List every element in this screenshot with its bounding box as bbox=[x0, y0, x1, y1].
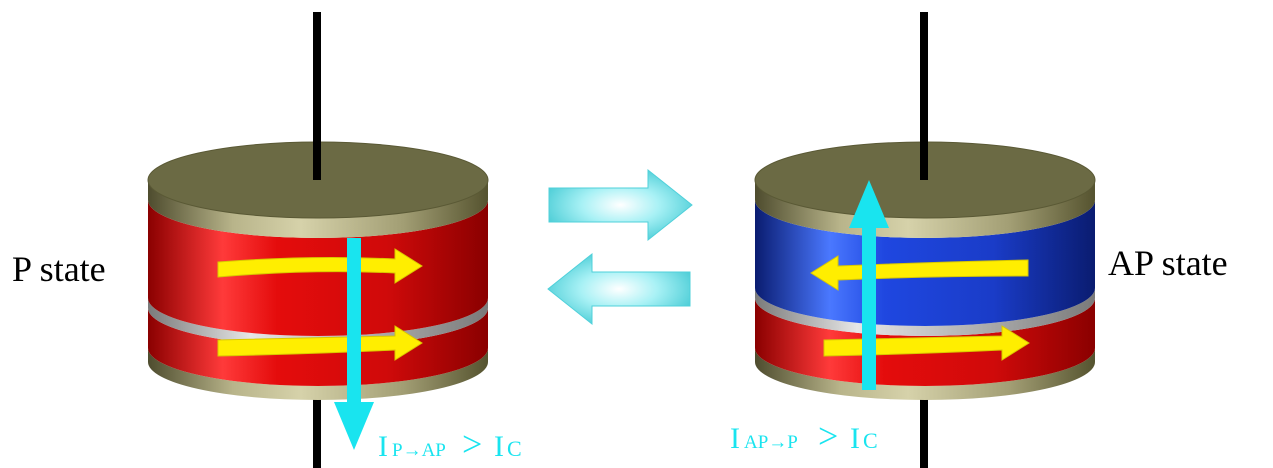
left-top-rim bbox=[148, 180, 488, 238]
switch-arrow-right bbox=[548, 168, 693, 242]
left-bottom-lead bbox=[313, 395, 321, 468]
right-current-relation: > bbox=[818, 416, 838, 456]
left-current-label: I P→AP > I C bbox=[378, 424, 522, 464]
switch-arrow-left bbox=[547, 252, 691, 326]
right-current-subscript: AP→P bbox=[744, 432, 798, 453]
left-critical-subscript: C bbox=[507, 436, 522, 461]
right-top-rim bbox=[755, 180, 1095, 238]
right-current-arrow bbox=[849, 180, 889, 390]
left-free-magnet-arrow bbox=[217, 248, 423, 284]
right-bottom-rim bbox=[755, 348, 1095, 400]
right-critical-subscript: C bbox=[863, 428, 878, 453]
right-free-magnet-arrow bbox=[810, 255, 1029, 291]
right-spacer-layer bbox=[755, 288, 1095, 336]
left-current-subscript: P→AP bbox=[392, 440, 446, 461]
left-current-relation: > bbox=[462, 424, 482, 464]
left-critical-symbol: I bbox=[494, 430, 504, 463]
right-current-label: I AP→P > I C bbox=[730, 416, 878, 456]
left-bottom-rim bbox=[148, 348, 488, 400]
right-state-label: AP state bbox=[1108, 243, 1228, 283]
right-critical-symbol: I bbox=[850, 422, 860, 455]
left-state-label: P state bbox=[12, 249, 106, 289]
right-mtj-device bbox=[754, 12, 1096, 468]
left-current-arrow bbox=[334, 238, 374, 450]
right-top-lead bbox=[920, 12, 928, 177]
left-pinned-magnet-arrow bbox=[217, 325, 423, 361]
left-top-lead bbox=[313, 12, 321, 177]
right-bottom-lead bbox=[920, 395, 928, 468]
right-current-symbol: I bbox=[730, 422, 740, 455]
left-current-symbol: I bbox=[378, 430, 388, 463]
left-mtj-device bbox=[147, 12, 489, 468]
